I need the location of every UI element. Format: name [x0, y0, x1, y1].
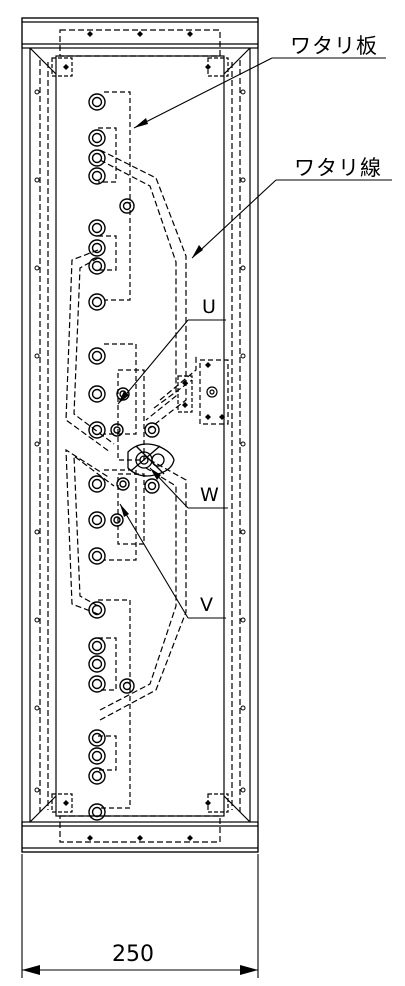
dimension-label: 250: [112, 942, 154, 967]
width-dimension: [21, 854, 259, 978]
enclosure-frame: [21, 17, 259, 853]
fastener-marks: [63, 31, 211, 841]
callout-arrowheads: [118, 118, 203, 517]
callout-phase-v: V: [200, 594, 213, 616]
terminal-studs: [88, 93, 160, 821]
callout-phase-w: W: [200, 484, 219, 506]
terminal-block: [177, 359, 229, 425]
side-holes: [34, 89, 246, 793]
callout-phase-u: U: [202, 296, 216, 318]
junction-clamp: [127, 443, 175, 477]
jumper-wires: [65, 149, 197, 721]
callout-leaders: [117, 57, 392, 619]
busbar-plates: [98, 91, 145, 809]
callout-watari-ita: ワタリ板: [290, 34, 378, 58]
callout-watari-sen: ワタリ線: [294, 156, 382, 180]
